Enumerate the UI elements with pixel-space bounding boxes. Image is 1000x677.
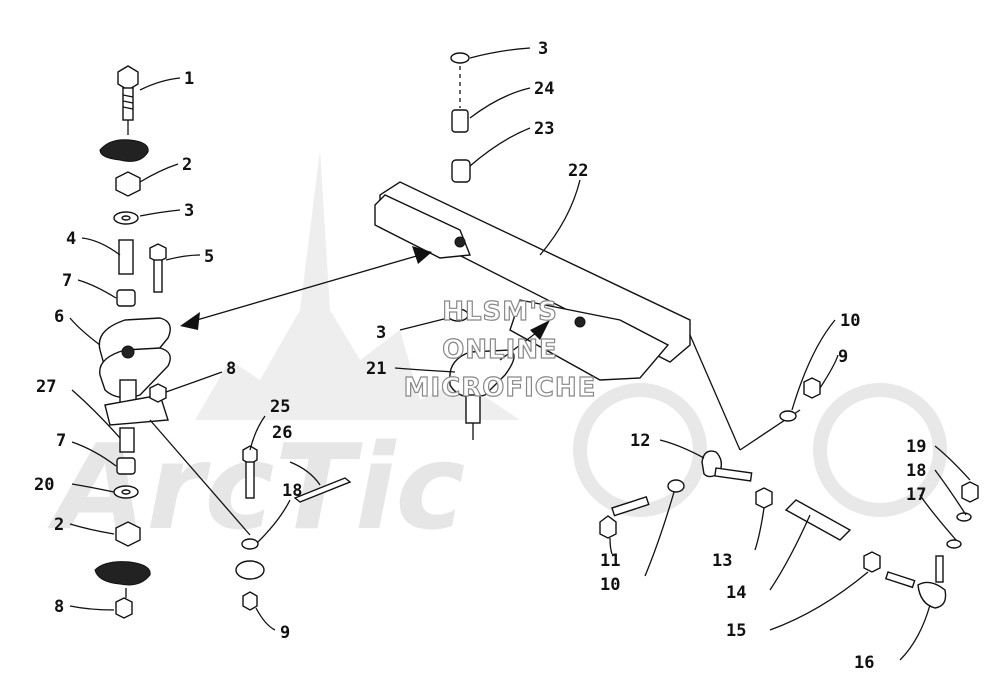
part-25-bolt-shank (245, 461, 255, 499)
callout-26: 26 (272, 423, 292, 443)
center-arm-assembly (180, 52, 691, 440)
direction-arrow-line (189, 254, 421, 323)
part-4-spacer (118, 239, 134, 275)
part-15-jam-nut (863, 551, 881, 573)
part-1-bolt-head (117, 65, 139, 91)
mount-bracket (104, 394, 169, 426)
callout-15: 15 (726, 621, 746, 641)
part-23-bushing (451, 159, 471, 183)
callout-21: 21 (366, 359, 386, 379)
part-26-cotter-pin (293, 477, 352, 503)
callout-24: 24 (534, 79, 554, 99)
part-11-bolt-head (599, 515, 617, 539)
callout-19: 19 (906, 437, 926, 457)
callout-6: 6 (54, 307, 64, 327)
part-25-bolt-head (242, 445, 258, 465)
part-16-rod-end-eye (917, 581, 947, 609)
part-6-mount-lower (99, 347, 171, 399)
callout-14: 14 (726, 583, 746, 603)
callout-2-lower: 2 (54, 515, 64, 535)
callout-25: 25 (270, 397, 290, 417)
skyline-silhouette (195, 150, 520, 420)
callout-4: 4 (66, 229, 76, 249)
part-8-nut-upper (149, 383, 167, 403)
watermark-wheel-left (573, 383, 707, 517)
tie-rod-assembly (599, 334, 979, 609)
watermark-line-3: MICROFICHE (404, 373, 597, 403)
callout-7: 7 (62, 271, 72, 291)
part-3-washer-center (447, 308, 469, 322)
callout-1: 1 (184, 69, 194, 89)
callout-9: 9 (280, 623, 290, 643)
part-14-adjuster-tube (784, 499, 852, 541)
callout-23: 23 (534, 119, 554, 139)
rod-end-hardware (149, 419, 352, 611)
watermark-text: HLSM'S ONLINE MICROFICHE (403, 296, 597, 403)
left-mount-assembly (94, 65, 171, 619)
callout-17: 17 (906, 485, 926, 505)
part-22-arm-right-end (509, 299, 670, 381)
callout-8: 8 (226, 359, 236, 379)
part-22-arm-left-end (374, 194, 471, 259)
part-24-bushing (451, 109, 469, 133)
callout-20: 20 (34, 475, 54, 495)
callout-18-right: 18 (906, 461, 926, 481)
part-3-washer-top (450, 52, 470, 64)
part-18-washer-right (956, 512, 972, 522)
part-11-bolt-shank (611, 495, 650, 517)
callout-16: 16 (854, 653, 874, 673)
watermark-line-2: ONLINE (442, 335, 558, 365)
callout-13: 13 (712, 551, 732, 571)
callout-12: 12 (630, 431, 650, 451)
part-16-rod-end-shank (884, 571, 916, 589)
frame-section-bottom (94, 561, 151, 586)
arrow-head-left (180, 312, 200, 330)
callout-2: 2 (182, 155, 192, 175)
callout-18: 18 (282, 481, 302, 501)
callout-10: 10 (840, 311, 860, 331)
linkage-end (235, 560, 265, 580)
callout-3: 3 (184, 201, 194, 221)
part-9-nut-right (803, 377, 821, 399)
part-18-washer-left (241, 538, 259, 550)
part-2-nut-lower (115, 521, 141, 547)
part-16-rod-end-stud (935, 555, 944, 583)
callout-11: 11 (600, 551, 620, 571)
part-17-washer (946, 539, 962, 549)
part-9-nut-left (242, 591, 258, 611)
part-5-bolt-head (149, 243, 167, 263)
watermark-logo-text: ArcTic (47, 418, 465, 556)
leader-lines (69, 47, 971, 661)
part-13-jam-nut (755, 487, 773, 509)
part-8-nut-lower (115, 597, 133, 619)
part-10-washer-lower (667, 479, 685, 493)
frame-section-top (99, 139, 149, 162)
callout-5: 5 (204, 247, 214, 267)
part-10-washer-top (779, 410, 797, 422)
part-5-bolt-shank (153, 259, 163, 293)
callout-7-lower: 7 (56, 431, 66, 451)
assembly-line (149, 419, 251, 536)
assembly-line-right (689, 334, 741, 451)
callout-10-lower: 10 (600, 575, 620, 595)
callout-8-lower: 8 (54, 597, 64, 617)
callout-9-right: 9 (838, 347, 848, 367)
part-2-nut-top (115, 171, 141, 197)
part-7-bushing-top (116, 289, 136, 307)
part-7-bushing-lower (116, 457, 136, 475)
part-27-sleeve (119, 427, 135, 453)
arrow-head-right (412, 246, 432, 264)
callout-27: 27 (36, 377, 56, 397)
part-1-bolt-shank (122, 87, 134, 121)
callout-labels: 1 2 3 4 5 7 6 8 27 7 20 2 8 25 26 18 9 3… (34, 39, 926, 673)
watermark-line-1: HLSM'S (442, 297, 558, 327)
callout-3-center: 3 (376, 323, 386, 343)
part-12-rod-shank (714, 467, 753, 482)
part-21-pivot-mount (449, 349, 515, 398)
callout-3-top: 3 (538, 39, 548, 59)
callout-22: 22 (568, 161, 588, 181)
part-19-nut-right (961, 481, 979, 503)
